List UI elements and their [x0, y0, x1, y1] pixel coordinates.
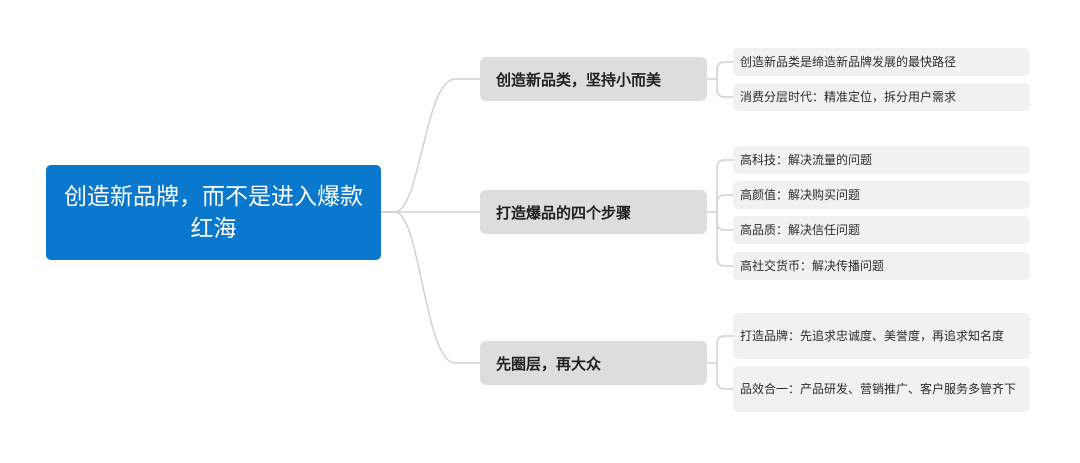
leaf-topic-2-4[interactable]: 高社交货币：解决传播问题: [733, 252, 1030, 280]
connector-branch-leaf: [716, 159, 733, 212]
leaf-topic-2-2[interactable]: 高颜值：解决购买问题: [733, 181, 1030, 209]
leaf-topic-label: 打造品牌：先追求忠诚度、美誉度，再追求知名度: [740, 328, 1005, 343]
connector-root-branch: [381, 78, 480, 213]
connector-branch-leaf: [716, 194, 733, 212]
leaf-topic-1-2[interactable]: 消费分层时代：精准定位，拆分用户需求: [733, 83, 1030, 111]
root-topic[interactable]: 创造新品牌，而不是进入爆款红海: [46, 165, 381, 260]
leaf-topic-label: 高品质：解决信任问题: [740, 222, 861, 237]
branch-topic-1[interactable]: 创造新品类，坚持小而美: [480, 57, 707, 101]
leaf-topic-2-3[interactable]: 高品质：解决信任问题: [733, 216, 1030, 244]
connector-branch-leaf: [716, 212, 733, 231]
leaf-topic-3-2[interactable]: 品效合一：产品研发、营销推广、客户服务多管齐下: [733, 366, 1030, 412]
branch-topic-3[interactable]: 先圈层，再大众: [480, 341, 707, 385]
branch-topic-2[interactable]: 打造爆品的四个步骤: [480, 190, 707, 234]
root-topic-label: 创造新品牌，而不是进入爆款红海: [64, 183, 363, 242]
connector-branch-leaf: [716, 61, 733, 79]
leaf-topic-1-1[interactable]: 创造新品类是缔造新品牌发展的最快路径: [733, 48, 1030, 76]
leaf-topic-label: 创造新品类是缔造新品牌发展的最快路径: [740, 54, 957, 69]
leaf-topic-3-1[interactable]: 打造品牌：先追求忠诚度、美誉度，再追求知名度: [733, 313, 1030, 359]
leaf-topic-label: 品效合一：产品研发、营销推广、客户服务多管齐下: [740, 381, 1017, 396]
connector-branch-leaf: [716, 335, 733, 363]
branch-topic-label: 先圈层，再大众: [496, 354, 602, 373]
connector-root-branch: [381, 211, 480, 364]
leaf-topic-label: 消费分层时代：精准定位，拆分用户需求: [740, 89, 957, 104]
connector-branch-leaf: [716, 79, 733, 98]
branch-topic-label: 创造新品类，坚持小而美: [496, 70, 662, 89]
branch-topic-label: 打造爆品的四个步骤: [496, 203, 632, 222]
connector-branch-leaf: [716, 212, 733, 267]
leaf-topic-label: 高颜值：解决购买问题: [740, 187, 861, 202]
leaf-topic-label: 高社交货币：解决传播问题: [740, 258, 885, 273]
leaf-topic-label: 高科技：解决流量的问题: [740, 152, 873, 167]
leaf-topic-2-1[interactable]: 高科技：解决流量的问题: [733, 146, 1030, 174]
connector-branch-leaf: [716, 363, 733, 390]
